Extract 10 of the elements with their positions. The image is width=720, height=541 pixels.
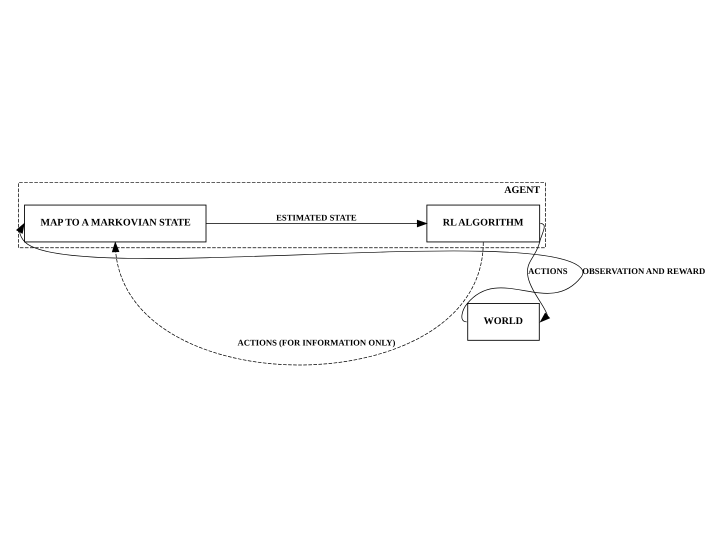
edge-label: OBSERVATION AND REWARD — [582, 266, 706, 276]
arrow — [206, 219, 428, 227]
node-box: WORLD — [467, 302, 540, 340]
arrow — [16, 222, 584, 322]
edge-label: ESTIMATED STATE — [276, 212, 357, 222]
node-box: MAP TO A MARKOVIAN STATE — [24, 204, 206, 242]
edge-label: ACTIONS (FOR INFORMATION ONLY) — [237, 336, 396, 347]
arrow — [112, 240, 484, 365]
edge-label: ACTIONS — [528, 266, 568, 276]
node-box: RL ALGORITHM — [426, 204, 540, 242]
